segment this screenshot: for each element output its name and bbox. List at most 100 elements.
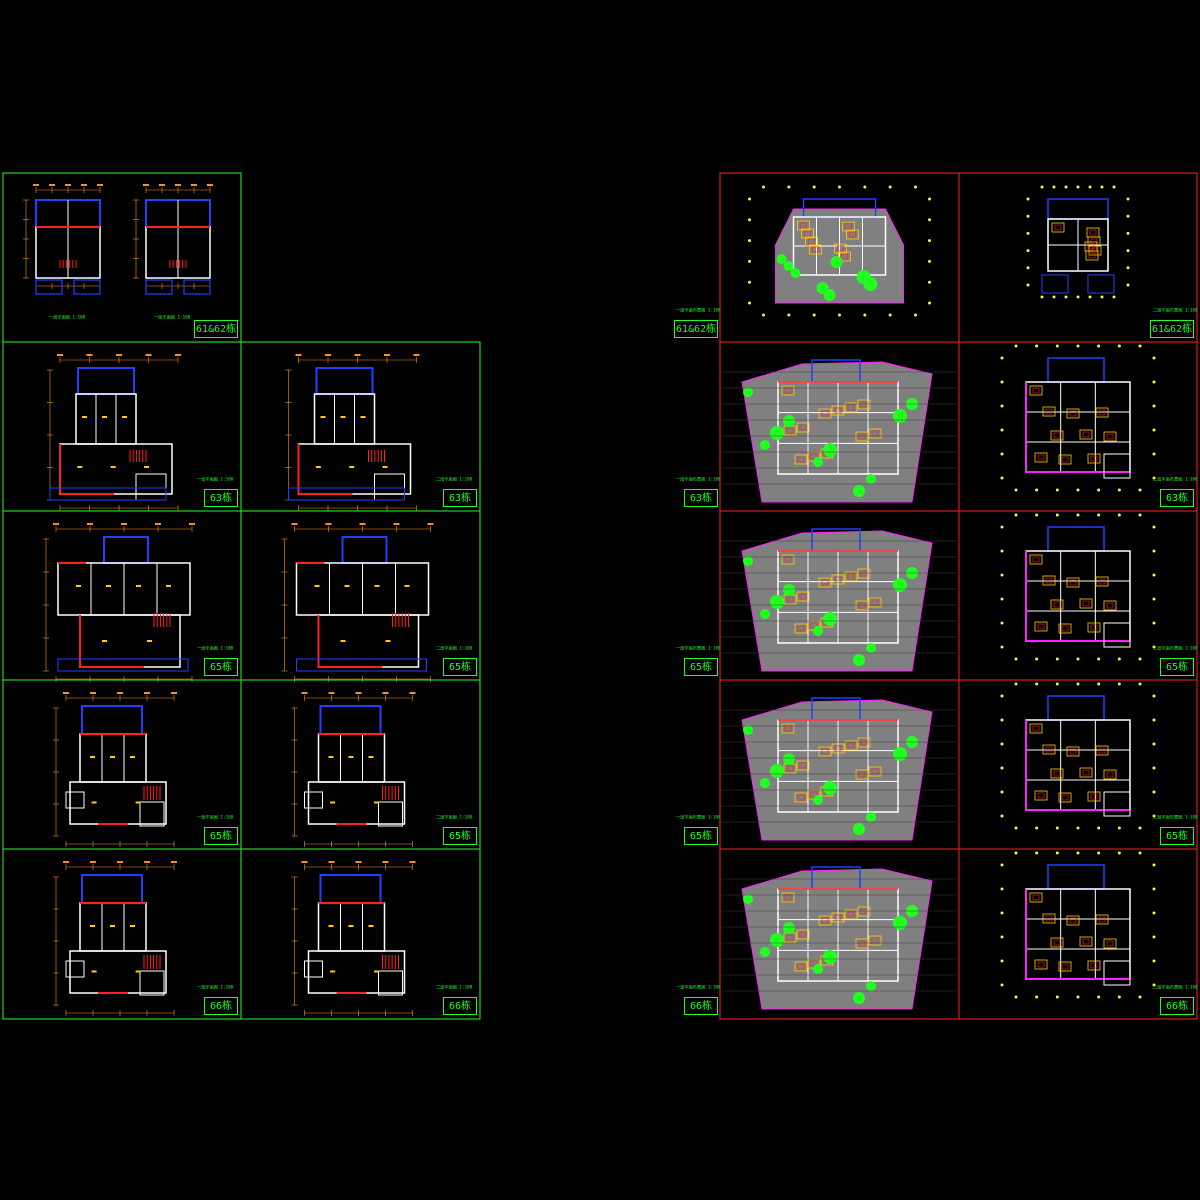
grid-marker	[1152, 549, 1156, 553]
room-label	[77, 466, 83, 468]
wall	[59, 443, 173, 495]
tree	[783, 261, 794, 271]
right-panel-1	[958, 172, 1198, 343]
room-label	[122, 416, 127, 418]
roof-outline	[288, 487, 405, 501]
left-panel-8	[240, 848, 481, 1020]
grid-marker	[1138, 513, 1142, 517]
grid-marker	[1014, 826, 1018, 830]
furniture	[1037, 623, 1045, 630]
plan-caption: 二层平面布置图 1:100	[1153, 985, 1198, 990]
furniture	[1066, 577, 1080, 588]
furniture	[1042, 913, 1056, 924]
grid-marker	[1126, 231, 1130, 235]
grid-marker	[1152, 428, 1156, 432]
furniture	[1053, 601, 1061, 608]
furniture	[834, 243, 847, 254]
room-label	[76, 585, 81, 587]
room-label	[314, 585, 320, 587]
building-number-tag: 65栋	[1160, 658, 1194, 676]
grid-marker	[1152, 863, 1156, 867]
tree	[743, 725, 753, 735]
room-label	[90, 756, 95, 758]
furniture	[1069, 579, 1077, 586]
furniture	[855, 769, 869, 780]
grid-marker	[1052, 295, 1056, 299]
plan-caption: 二层平面图 1:100	[436, 985, 473, 990]
furniture	[858, 602, 866, 609]
room-label	[328, 756, 334, 758]
furniture	[860, 908, 868, 915]
grid-marker	[1035, 657, 1039, 661]
furniture	[805, 236, 818, 247]
plan-caption: 一层平面图 1:100	[154, 315, 191, 320]
grid-marker	[1152, 766, 1156, 770]
grid-marker	[1138, 995, 1142, 999]
tree	[823, 950, 837, 964]
furniture	[1066, 408, 1080, 419]
furniture	[794, 623, 808, 634]
furniture	[781, 892, 795, 903]
furniture	[1045, 408, 1053, 415]
room-label	[147, 640, 152, 642]
room-label	[110, 466, 116, 468]
grid-marker	[1152, 790, 1156, 794]
furniture	[801, 228, 814, 239]
grid-marker	[1126, 266, 1130, 270]
roof-outline	[319, 705, 382, 735]
grid-marker	[1000, 694, 1004, 698]
furniture	[1095, 576, 1109, 587]
furniture	[786, 934, 794, 941]
room-label	[349, 466, 355, 468]
garage	[73, 279, 101, 295]
grid-marker	[1076, 682, 1080, 686]
grid-marker	[1055, 995, 1059, 999]
tree	[823, 612, 837, 626]
grid-marker	[787, 185, 791, 189]
grid-marker	[1052, 185, 1056, 189]
furniture	[781, 385, 795, 396]
room-label	[106, 585, 111, 587]
tree	[813, 626, 823, 636]
grid-marker	[1000, 380, 1004, 384]
terrace	[374, 473, 405, 501]
tree	[893, 409, 907, 423]
grid-marker	[1112, 185, 1116, 189]
furniture	[781, 723, 795, 734]
furniture	[1032, 387, 1040, 394]
furniture	[837, 245, 844, 252]
building-number-tag: 65栋	[204, 658, 238, 676]
grid-marker	[863, 185, 867, 189]
room-label	[144, 466, 149, 468]
grid-marker	[1000, 549, 1004, 553]
grid-marker	[1000, 790, 1004, 794]
furniture	[1042, 744, 1056, 755]
grid-marker	[1076, 344, 1080, 348]
furniture	[794, 792, 808, 803]
furniture	[1095, 914, 1109, 925]
furniture	[1106, 771, 1114, 778]
grid-marker	[1088, 295, 1092, 299]
tree	[783, 753, 795, 765]
furniture	[1053, 939, 1061, 946]
grid-marker	[888, 185, 892, 189]
furniture	[858, 940, 866, 947]
room-label	[348, 756, 354, 758]
drawing-frame	[958, 341, 1198, 512]
furniture	[1058, 792, 1072, 803]
furniture	[1106, 602, 1114, 609]
tree	[893, 578, 907, 592]
furniture	[1045, 577, 1053, 584]
tree	[893, 747, 907, 761]
grid-marker	[1000, 742, 1004, 746]
room-label	[166, 585, 171, 587]
grid-marker	[812, 185, 816, 189]
building-number-tag: 65栋	[684, 827, 718, 845]
grid-marker	[1014, 513, 1018, 517]
grid-marker	[1076, 513, 1080, 517]
grid-marker	[1097, 826, 1101, 830]
furniture	[809, 244, 822, 255]
grid-marker	[1117, 682, 1121, 686]
tree	[823, 443, 837, 457]
furniture	[831, 405, 845, 416]
